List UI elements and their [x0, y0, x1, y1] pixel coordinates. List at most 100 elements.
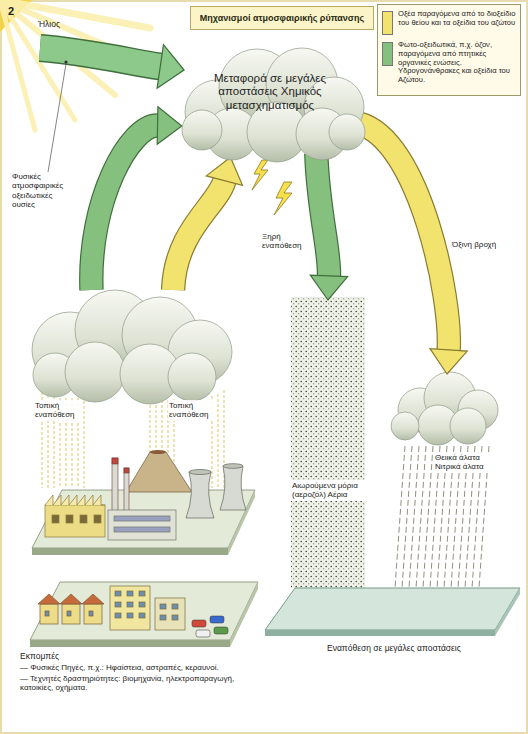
cars	[210, 616, 224, 623]
arrow-head	[157, 107, 182, 144]
power-plant	[114, 527, 170, 532]
factory	[45, 495, 105, 505]
factory	[45, 505, 105, 537]
oxidant-arrow	[40, 48, 160, 67]
cooling-tower	[186, 472, 214, 518]
sun-label: Ήλιος	[38, 20, 78, 30]
cooling-tower	[186, 464, 246, 518]
chimney	[112, 458, 118, 514]
arrow-band	[359, 124, 449, 350]
annotation: Φυσικές ατμοσφαιρικές οξειδωτικές ουσίες	[12, 172, 76, 209]
chimney	[124, 468, 129, 514]
sun-rays	[0, 0, 35, 130]
houses	[38, 594, 60, 604]
node-subtext: — Φυσικές Πηγές, π.χ.: Ηφαίστεια, αστραπ…	[20, 663, 265, 672]
annotation: Τοπική εναπόθεση	[34, 400, 82, 421]
oxidant-arrow	[157, 45, 184, 89]
arrow-head	[430, 349, 467, 374]
oxidant-arrow	[64, 60, 67, 63]
houses	[40, 604, 58, 624]
volcano	[126, 450, 192, 492]
arrow-outline	[91, 126, 157, 290]
power-plant	[114, 516, 170, 521]
dry-deposition-column	[291, 297, 365, 588]
arrow-band	[91, 126, 157, 290]
cloud-puff	[329, 114, 365, 150]
flow-arrow	[291, 154, 365, 588]
housing-platform	[30, 582, 258, 647]
apartment-block	[127, 591, 133, 596]
arrow-outline	[359, 124, 449, 350]
edge-label: Όξινη βροχή	[452, 240, 502, 249]
annotation: Αιωρούμενα μόρια (αεροζόλ) Αέρια	[291, 480, 365, 501]
plane-shape	[265, 588, 520, 636]
power-plant	[108, 510, 176, 540]
arrow-head	[310, 275, 347, 300]
deposition-plane: Εναπόθεση σε μεγάλες αποστάσεις	[265, 588, 520, 636]
node-text: Μεταφορά σε μεγάλες αποστάσεις Χημικός μ…	[206, 72, 334, 112]
apartment-block	[139, 613, 145, 618]
legend-box: Οξέα παραγόμενα από το διοξείδιο του θεί…	[377, 4, 521, 96]
industry-platform	[32, 490, 255, 555]
lightning-bolt	[274, 182, 292, 215]
edge-label: Ξηρή εναπόθεση	[262, 232, 310, 251]
apartment-block	[110, 586, 185, 630]
cloud-puff	[182, 110, 222, 150]
emission-cloud	[65, 342, 125, 402]
node-text: Εκπομπές	[20, 652, 265, 662]
apartment-block	[172, 604, 178, 609]
legend-entry: Οξέα παραγόμενα από το διοξείδιο του θεί…	[382, 10, 516, 36]
diagram-title: Μηχανισμοί ατμοσφαιρικής ρύπανσης	[191, 13, 373, 23]
annotation: Τοπική εναπόθεση	[168, 400, 216, 421]
factory	[52, 515, 59, 523]
power-plant	[108, 510, 176, 540]
flow-arrow	[173, 157, 242, 290]
factory	[45, 495, 105, 537]
title-box: Μηχανισμοί ατμοσφαιρικής ρύπανσης	[190, 6, 374, 30]
arrow-band	[316, 154, 329, 276]
figure-number: 2	[8, 5, 22, 18]
chimney	[124, 468, 129, 473]
legend-text: Οξέα παραγόμενα από το διοξείδιο του θεί…	[398, 10, 516, 28]
arrow-outline	[316, 154, 329, 276]
annotation: Θειικά άλατα Νιτρικά άλατα	[434, 452, 494, 473]
chimney	[112, 458, 129, 514]
cars	[214, 627, 228, 634]
industry-platform	[32, 548, 228, 555]
cooling-tower	[220, 466, 246, 510]
apartment-block	[110, 586, 150, 630]
oxidant-arrow	[48, 64, 66, 172]
node-subtext: — Τεχνητές δραστηριότητες: βιομηχανία, η…	[20, 674, 265, 693]
arrow-band	[173, 181, 224, 290]
chimney	[112, 458, 118, 464]
housing-platform	[30, 582, 258, 640]
oxidant-arrow	[40, 48, 160, 67]
rain-cloud	[391, 372, 498, 445]
rain-cloud	[391, 412, 419, 440]
lightning-bolt	[252, 160, 268, 190]
legend-text: Φωτο-οξειδωτικά, π.χ. όζον, παραγόμενα α…	[398, 41, 516, 85]
volcano	[150, 450, 166, 454]
apartment-block	[115, 591, 121, 596]
node-text: Εναπόθεση σε μεγάλες αποστάσεις	[327, 644, 497, 654]
rain-cloud	[450, 408, 486, 444]
apartment-block	[127, 602, 133, 607]
factory	[80, 515, 87, 523]
cars	[192, 616, 228, 637]
apartment-block	[127, 613, 133, 618]
houses	[45, 611, 49, 616]
houses	[84, 604, 102, 624]
housing-platform	[230, 582, 258, 647]
emission-cloud	[32, 290, 232, 404]
houses	[89, 611, 93, 616]
housing-platform	[30, 640, 230, 647]
apartment-block	[115, 602, 121, 607]
cooling-tower	[223, 464, 243, 469]
cars	[192, 620, 206, 627]
local-deposition-streaks	[84, 396, 85, 488]
houses	[67, 611, 71, 616]
